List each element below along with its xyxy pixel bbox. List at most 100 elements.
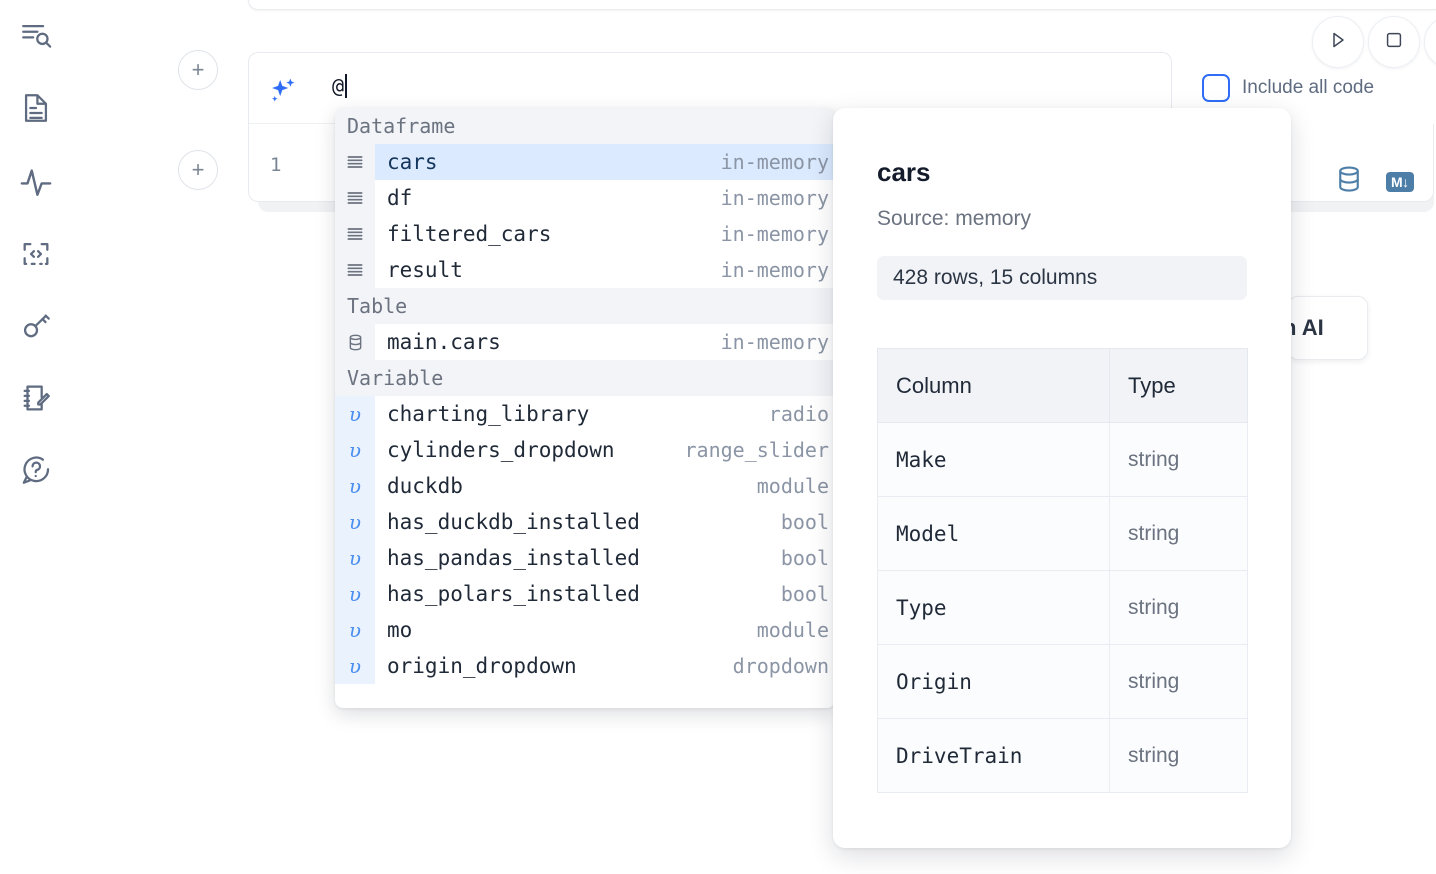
scratchpad-icon xyxy=(19,381,53,415)
plus-icon: + xyxy=(191,57,205,82)
column-name-cell: Make xyxy=(877,422,1110,497)
activity-icon xyxy=(19,165,53,199)
rail-item-help[interactable] xyxy=(14,448,58,492)
dataframe-preview-panel: cars Source: memory 428 rows, 15 columns… xyxy=(833,108,1291,848)
column-type-cell: string xyxy=(1109,422,1248,497)
document-icon xyxy=(19,91,53,125)
line-number: 1 xyxy=(270,154,282,176)
autocomplete-item-name: cars xyxy=(387,150,438,174)
file-search-icon xyxy=(19,19,53,53)
preview-title: cars xyxy=(877,157,931,187)
autocomplete-item-type: module xyxy=(756,618,829,642)
more-actions-button[interactable] xyxy=(1424,16,1436,68)
autocomplete-item-type: in-memory xyxy=(720,222,829,246)
variable-icon: υ xyxy=(335,468,375,504)
column-type-cell: string xyxy=(1109,496,1248,571)
play-icon xyxy=(1326,28,1350,57)
run-cell-button[interactable] xyxy=(1312,16,1364,68)
rail-item-file-search[interactable] xyxy=(14,14,58,58)
variable-icon: υ xyxy=(335,504,375,540)
autocomplete-item-name: has_duckdb_installed xyxy=(387,510,640,534)
rail-item-scratchpad[interactable] xyxy=(14,376,58,420)
autocomplete-item-name: mo xyxy=(387,618,413,642)
autocomplete-group-header: Variable xyxy=(335,360,835,396)
variable-icon: υ xyxy=(335,648,375,684)
autocomplete-item-type: range_slider xyxy=(684,438,830,462)
autocomplete-item-name: origin_dropdown xyxy=(387,654,577,678)
column-type-cell: string xyxy=(1109,570,1248,645)
variable-icon: υ xyxy=(335,432,375,468)
autocomplete-item-type: dropdown xyxy=(732,654,829,678)
autocomplete-item-type: radio xyxy=(768,402,829,426)
preview-shape-badge: 428 rows, 15 columns xyxy=(877,256,1247,300)
include-all-code-checkbox[interactable] xyxy=(1202,74,1230,102)
sparkle-icon xyxy=(266,74,300,108)
list-rows-icon xyxy=(335,180,375,216)
include-all-code-label: Include all code xyxy=(1242,77,1375,98)
generate-with-ai-button[interactable]: h AI xyxy=(1288,296,1368,360)
autocomplete-item[interactable]: cars in-memory xyxy=(335,144,835,180)
column-type-cell: string xyxy=(1109,718,1248,793)
stop-cell-button[interactable] xyxy=(1368,16,1420,68)
plus-icon: + xyxy=(191,157,205,182)
variable-icon: υ xyxy=(335,576,375,612)
autocomplete-item-type: in-memory xyxy=(720,330,829,354)
code-snippet-icon xyxy=(19,237,53,271)
autocomplete-item[interactable]: υ origin_dropdown dropdown xyxy=(335,648,835,684)
autocomplete-item-type: bool xyxy=(780,582,829,606)
autocomplete-item[interactable]: filtered_cars in-memory xyxy=(335,216,835,252)
list-rows-icon xyxy=(335,252,375,288)
column-name-cell: Model xyxy=(877,496,1110,571)
autocomplete-item-name: has_pandas_installed xyxy=(387,546,640,570)
database-icon[interactable] xyxy=(1334,164,1364,199)
autocomplete-item-name: result xyxy=(387,258,463,282)
add-cell-button-top[interactable]: + xyxy=(178,50,218,90)
add-cell-button-bottom[interactable]: + xyxy=(178,150,218,190)
autocomplete-item-name: charting_library xyxy=(387,402,590,426)
table-header-cell: Type xyxy=(1109,348,1248,423)
variable-icon: υ xyxy=(335,612,375,648)
help-icon xyxy=(19,453,53,487)
autocomplete-group-header: Table xyxy=(335,288,835,324)
autocomplete-item-type: bool xyxy=(780,510,829,534)
autocomplete-item[interactable]: υ has_duckdb_installed bool xyxy=(335,504,835,540)
rail-item-document[interactable] xyxy=(14,86,58,130)
markdown-badge[interactable]: M↓ xyxy=(1386,172,1414,192)
autocomplete-item[interactable]: result in-memory xyxy=(335,252,835,288)
column-name-cell: DriveTrain xyxy=(877,718,1110,793)
rail-item-code-snippet[interactable] xyxy=(14,232,58,276)
autocomplete-item-name: duckdb xyxy=(387,474,463,498)
previous-cell-shell xyxy=(248,0,1436,10)
ai-prompt-value: @ xyxy=(332,74,345,98)
rail-item-activity[interactable] xyxy=(14,160,58,204)
autocomplete-item[interactable]: main.cars in-memory xyxy=(335,324,835,360)
table-header-cell: Column xyxy=(877,348,1110,423)
rail-item-secrets[interactable] xyxy=(14,304,58,348)
autocomplete-item-name: main.cars xyxy=(387,330,501,354)
stop-square-icon xyxy=(1383,29,1405,56)
autocomplete-item[interactable]: υ has_polars_installed bool xyxy=(335,576,835,612)
column-name-cell: Origin xyxy=(877,644,1110,719)
ai-prompt-input[interactable]: @ xyxy=(332,74,348,98)
autocomplete-item[interactable]: υ cylinders_dropdown range_slider xyxy=(335,432,835,468)
include-all-code-row[interactable]: Include all code xyxy=(1202,74,1374,102)
autocomplete-item-name: cylinders_dropdown xyxy=(387,438,615,462)
autocomplete-item-name: filtered_cars xyxy=(387,222,552,246)
autocomplete-item-type: in-memory xyxy=(720,258,829,282)
database-cylinder-icon xyxy=(335,324,375,360)
autocomplete-item-name: has_polars_installed xyxy=(387,582,640,606)
autocomplete-item-type: in-memory xyxy=(720,150,829,174)
